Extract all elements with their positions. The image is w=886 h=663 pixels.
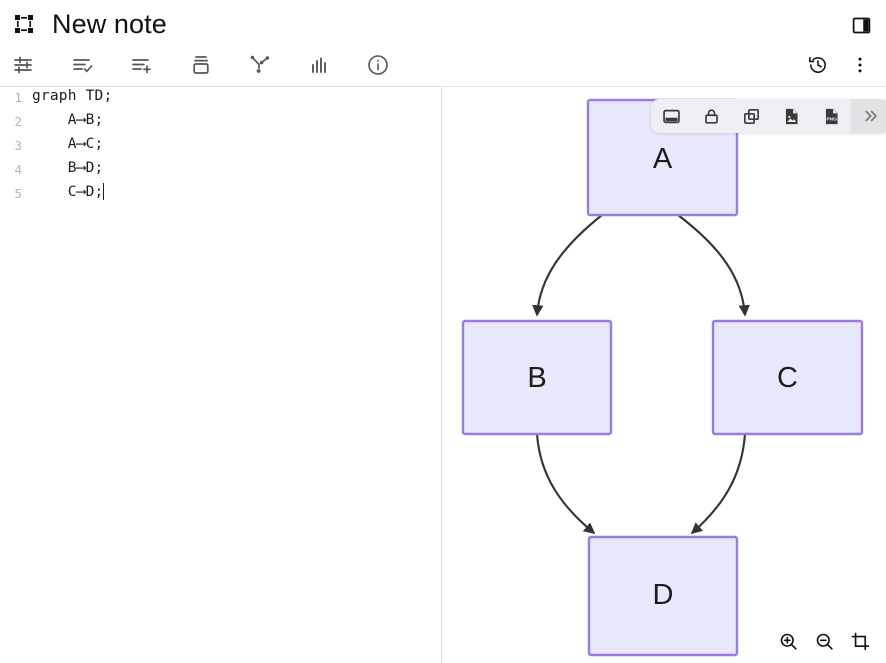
text-caret (103, 183, 105, 200)
checklist-icon[interactable] (63, 45, 103, 85)
settings-sliders-icon[interactable] (4, 45, 44, 85)
info-circle-icon[interactable] (358, 45, 398, 85)
line-content: A⟶C; (32, 136, 104, 152)
lock-icon[interactable] (691, 99, 731, 133)
edge-a-c (677, 214, 750, 317)
code-editor[interactable]: 1 graph TD; 2 A⟶B; 3 A⟶C; 4 B⟶D; 5 C⟶D; (0, 87, 440, 663)
edge-b-d (535, 433, 596, 535)
graph-node-icon[interactable] (240, 45, 280, 85)
toolbar-right-group (796, 45, 880, 85)
right-panel-toggle-icon[interactable] (848, 12, 874, 38)
line-content: C⟶D; (32, 184, 104, 200)
editor-line: 4 B⟶D; (0, 159, 440, 183)
editor-line: 5 C⟶D; (0, 183, 440, 207)
fit-to-screen-icon[interactable] (842, 625, 878, 657)
export-png-icon[interactable]: PNG (811, 99, 851, 133)
toolbar-left-group (4, 45, 417, 85)
main-toolbar (0, 44, 886, 86)
diagram-node-c[interactable]: C (711, 319, 864, 436)
page-title: New note (52, 8, 167, 39)
node-label-a: A (653, 143, 673, 175)
zoom-controls (770, 625, 878, 657)
copy-icon[interactable] (731, 99, 771, 133)
toolbar-divider (0, 86, 440, 87)
diagram-preview[interactable]: A B C D (442, 87, 886, 663)
split-divider[interactable] (441, 86, 442, 663)
edge-c-d (690, 433, 747, 535)
line-number: 1 (14, 90, 22, 105)
title-bar: New note (0, 0, 886, 48)
editor-line: 2 A⟶B; (0, 111, 440, 135)
line-number: 5 (14, 186, 22, 201)
selection-frame-icon (10, 10, 38, 38)
line-content: B⟶D; (32, 160, 104, 176)
svg-text:PNG: PNG (826, 116, 837, 122)
bar-chart-icon[interactable] (299, 45, 339, 85)
node-label-b: B (527, 362, 546, 394)
line-content: graph TD; (32, 88, 113, 104)
diagram-node-d[interactable]: D (587, 535, 739, 657)
history-clock-icon[interactable] (798, 45, 838, 85)
chevron-double-right-icon[interactable] (851, 99, 886, 133)
diagram-node-b[interactable]: B (461, 319, 613, 436)
diagram-edges (532, 214, 750, 535)
line-number: 4 (14, 162, 22, 177)
export-image-icon[interactable] (771, 99, 811, 133)
database-icon[interactable] (181, 45, 221, 85)
node-label-d: D (653, 579, 674, 611)
editor-line: 1 graph TD; (0, 87, 440, 111)
zoom-out-icon[interactable] (806, 625, 842, 657)
line-number: 2 (14, 114, 22, 129)
edge-a-b (532, 214, 603, 317)
editor-line: 3 A⟶C; (0, 135, 440, 159)
zoom-in-icon[interactable] (770, 625, 806, 657)
line-number: 3 (14, 138, 22, 153)
line-content: A⟶B; (32, 112, 104, 128)
preview-toolbar-divider (441, 86, 886, 87)
more-vertical-icon[interactable] (840, 45, 880, 85)
fullscreen-panel-icon[interactable] (651, 99, 691, 133)
node-label-c: C (777, 362, 798, 394)
add-list-item-icon[interactable] (122, 45, 162, 85)
flowchart-diagram: A B C D (461, 98, 864, 657)
preview-floating-toolbar: PNG (651, 99, 886, 133)
